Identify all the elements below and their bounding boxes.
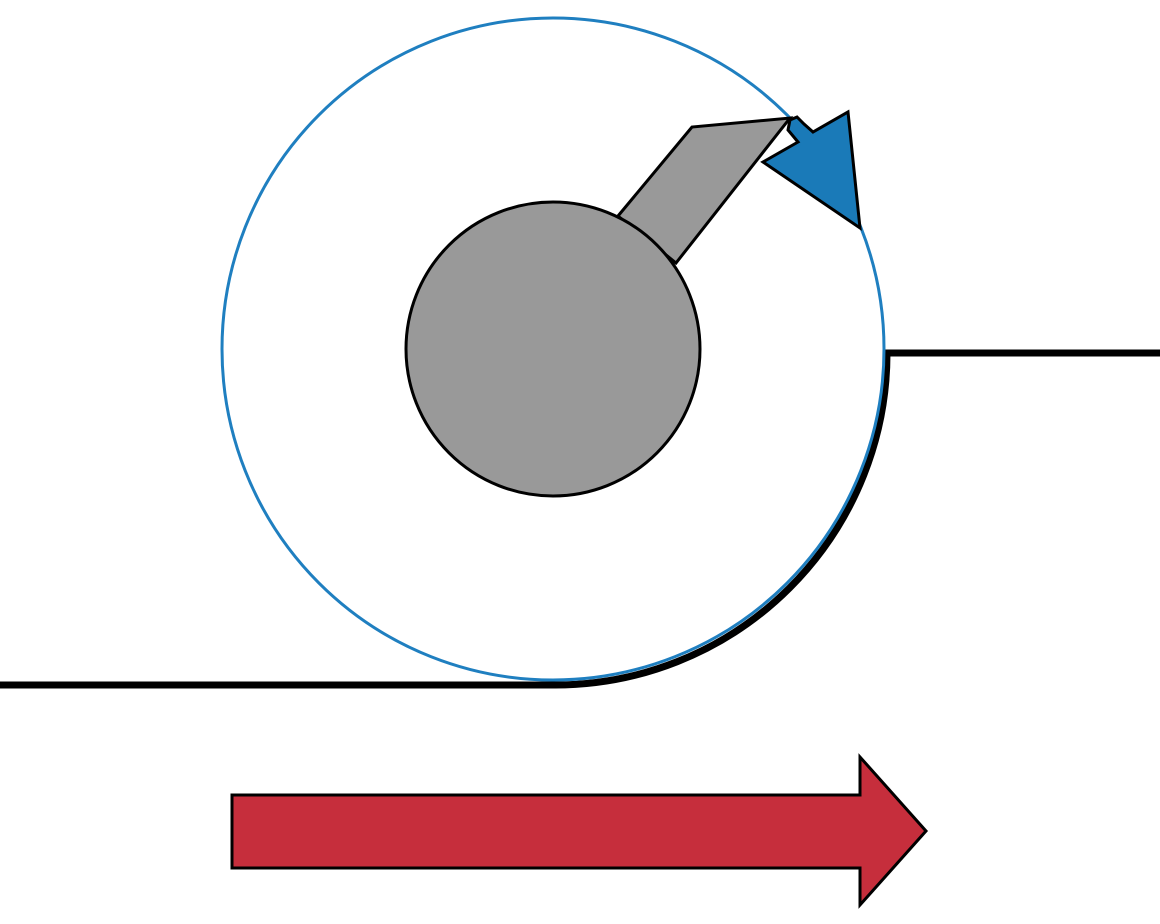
motion-direction-arrow-icon	[230, 753, 929, 909]
ground-line	[0, 349, 1160, 689]
rotation-arrow-icon	[760, 109, 862, 232]
wheel-hub	[404, 200, 702, 498]
